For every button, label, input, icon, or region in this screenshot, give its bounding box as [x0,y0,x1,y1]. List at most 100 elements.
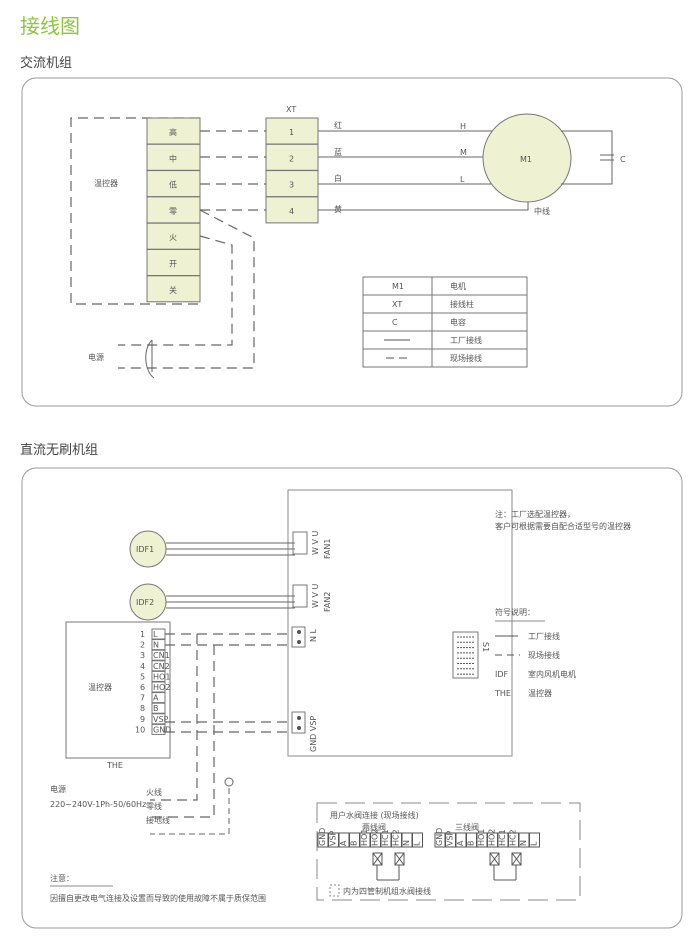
valve-terminal-label: HC2 [509,829,518,846]
two-wire-valve-label: 两线阀 [362,822,386,832]
wire-color-blue: 蓝 [334,147,342,157]
symbol-meaning: 温控器 [528,688,552,698]
thermostat-pin [151,723,166,735]
tap-h: H [460,122,466,131]
terminal-label: 低 [169,180,177,190]
valve-terminal-label: HC2 [392,829,401,846]
pin-number: 7 [140,694,145,703]
valve-terminal [412,832,423,848]
valve-footnote: 内为四管制机组水阀接线 [343,886,431,896]
symbols-title: 符号说明： [495,607,535,617]
symbol-code: THE [494,689,511,698]
pin-name: GND [153,725,171,734]
fan-pins-label: W V U [311,584,320,608]
terminal-label: 中 [169,153,177,163]
xt-label: 3 [289,181,294,190]
dc-heading: 直流无刷机组 [20,443,99,458]
thermostat-pin [151,649,166,661]
thermostat-pin [151,692,166,704]
pin-number: 8 [140,704,145,713]
pin-name: HO1 [153,672,170,681]
dip-switch-s1 [452,631,479,679]
pin-name: VSP [153,715,169,724]
pin-name: A [153,694,159,703]
legend-row [362,276,528,296]
dc-thermostat-label: 温控器 [88,682,112,692]
pin-name: HO2 [153,683,170,692]
control-board [287,489,513,757]
terminal-label: 零 [169,207,177,216]
thermostat-pin [151,660,166,672]
thermostat-pin [151,670,166,682]
gnd-vsp-label: GND VSP [309,716,318,752]
valve-terminal-label: A [339,840,348,846]
fan-connector [292,584,308,608]
tap-m: M [460,148,467,157]
legend-row [362,348,528,368]
valve-terminal-label: VSP [446,830,455,846]
nl-label: N L [309,628,318,642]
pin-number: 5 [140,672,145,681]
terminal-cell [146,222,201,250]
tap-l: L [460,175,465,184]
warning-title: 注意： [50,873,74,883]
warning-text: 因擅自更改电气连接及设置而导致的使用故障不属于质保范围 [50,893,266,903]
ac-power-label: 电源 [88,352,104,362]
neutral-label: 中线 [534,206,550,216]
pin-number: 9 [140,715,145,724]
fan-motor-label: IDF1 [136,545,154,554]
pin-name: B [153,704,159,713]
symbol-code: IDF [495,670,509,679]
xt-label: 2 [289,154,294,163]
xt-label: 1 [289,128,294,137]
xt-terminal-block: 1 2 3 4 [265,117,319,224]
power-spec: 220~240V-1Ph-50/60Hz [50,800,146,809]
xt-label: 4 [289,207,294,216]
valve-terminal-label: VSP [329,830,338,846]
legend-row [362,294,528,314]
fan-connector [292,531,308,555]
capacitor-label: C [620,155,626,164]
ground-wire-label: 接地线 [146,815,170,825]
valve-terminal-label: HO2 [488,829,497,846]
nl-connector [291,626,306,648]
gnd-vsp-connector [291,711,306,734]
ac-heading: 交流机组 [20,56,73,71]
wire-color-red: 红 [334,120,342,130]
legend-meaning: 工厂接线 [450,335,482,345]
valve-terminal-label: N [519,840,528,846]
pin-number: 1 [140,630,145,639]
motor-m1 [482,113,572,203]
pin-number: 6 [140,683,145,692]
pin-number: 10 [135,725,145,734]
ac-thermostat-label: 温控器 [94,178,118,188]
note-line-1: 注：工厂选配温控器， [495,509,575,519]
xt-cell [265,117,319,145]
wire-color-yellow: 黄 [334,204,342,214]
valve-terminal-label: GND [318,828,327,846]
pin-number: 2 [140,641,145,650]
legend-symbol: C [392,318,398,327]
dc-power-label: 电源 [50,784,66,794]
valve-terminal-label: A [456,840,465,846]
legend-meaning: 电容 [450,317,466,327]
valve-title: 用户水阀连接 (现场接线) [330,810,419,820]
legend-symbol: XT [392,300,402,309]
fan-pins-label: W V U [311,531,320,555]
terminal-label: 高 [169,127,177,137]
pin-number: 3 [140,651,145,660]
valve-terminal-label: HO1 [360,829,369,846]
three-wire-valve-label: 三线阀 [455,822,479,832]
legend-meaning: 现场接线 [450,353,482,363]
pin-name: N [153,641,159,650]
pin-name: CN2 [153,662,170,671]
the-label: THE [106,761,123,770]
valve-terminal-label: B [467,841,476,847]
fan-motor-label: IDF2 [136,598,154,607]
legend-symbol: M1 [392,282,404,291]
valve-terminal-label: L [530,841,539,846]
